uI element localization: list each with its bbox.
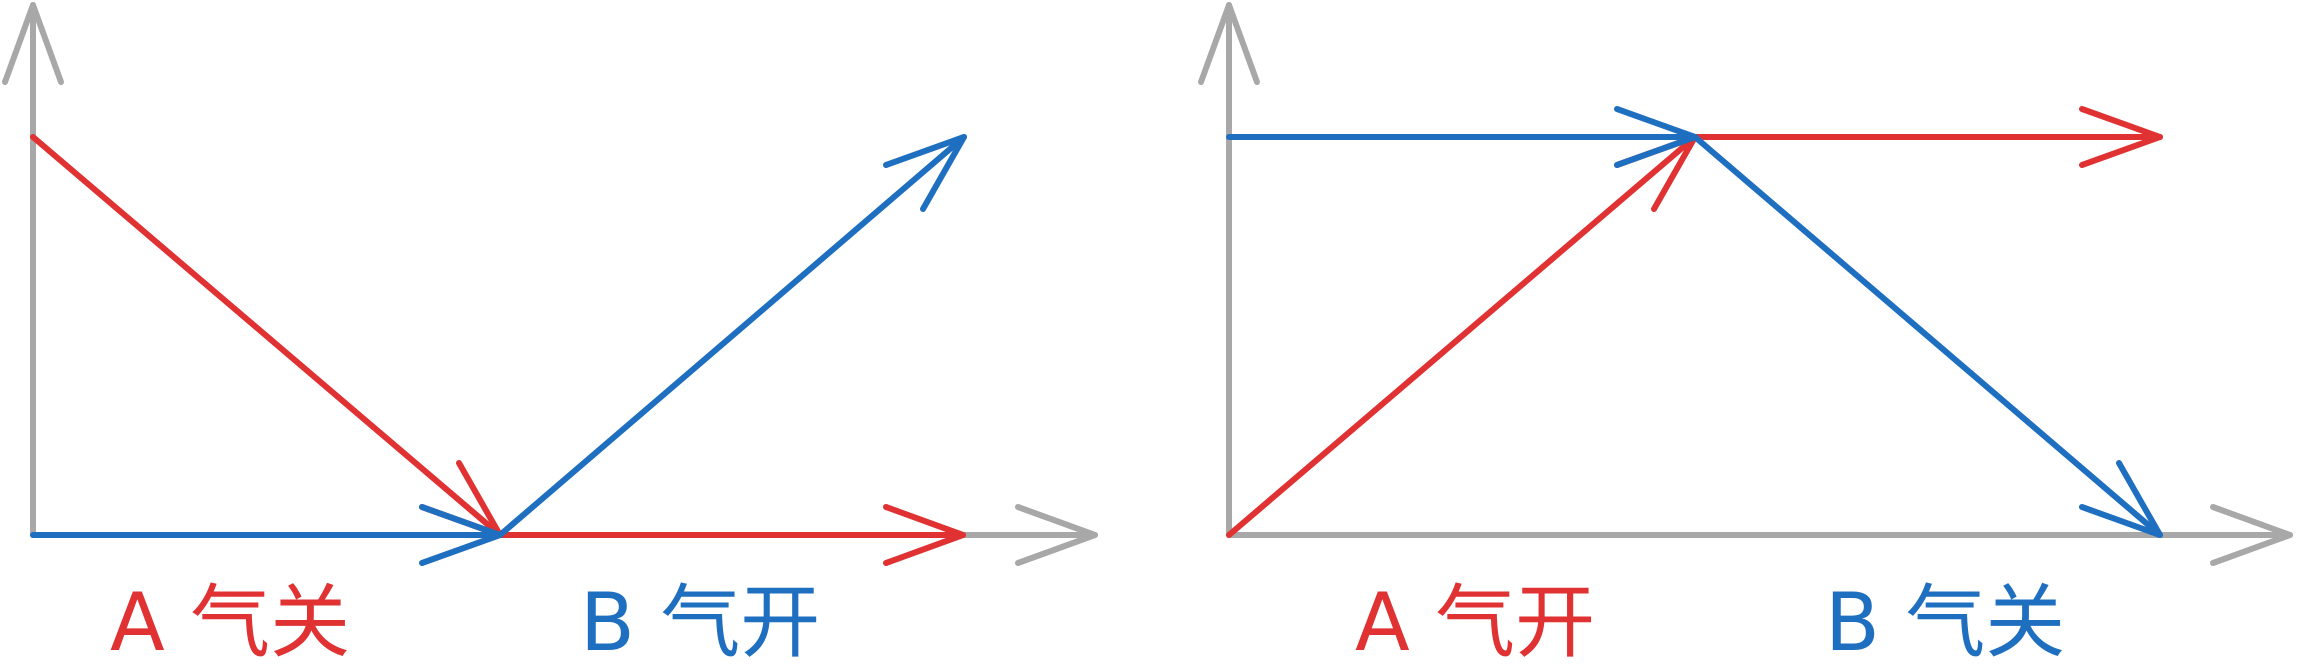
right-blue-diagonal xyxy=(1692,134,2163,538)
left-red-signal xyxy=(30,134,966,566)
left-label-b: B 气开 xyxy=(580,576,820,669)
left-axes xyxy=(2,2,1098,566)
left-label-a: A 气关 xyxy=(110,576,350,669)
right-red-signal xyxy=(1226,106,2163,538)
right-y-axis-arrowhead xyxy=(1198,2,1260,85)
left-blue-diagonal xyxy=(497,134,967,538)
left-blue-diagonal-arrowhead xyxy=(883,134,967,212)
left-blue-signal xyxy=(30,134,967,566)
left-y-axis-arrowhead xyxy=(2,2,64,85)
right-panel: A 气开 B 气关 xyxy=(1198,2,2293,669)
left-red-horizontal-arrowhead xyxy=(883,504,966,566)
right-axes xyxy=(1198,2,2293,566)
right-label-a: A 气开 xyxy=(1355,576,1595,669)
right-blue-signal xyxy=(1226,106,2163,538)
left-panel: A 气关 B 气开 xyxy=(2,2,1098,669)
right-red-diagonal xyxy=(1226,134,1698,538)
right-label-b: B 气关 xyxy=(1825,576,2065,669)
right-red-horizontal-arrowhead xyxy=(2079,106,2163,168)
left-x-axis-arrowhead xyxy=(1015,504,1098,566)
right-blue-diagonal-arrowhead xyxy=(2079,460,2163,538)
right-x-axis-arrowhead xyxy=(2210,504,2293,566)
left-red-diagonal xyxy=(30,134,503,538)
